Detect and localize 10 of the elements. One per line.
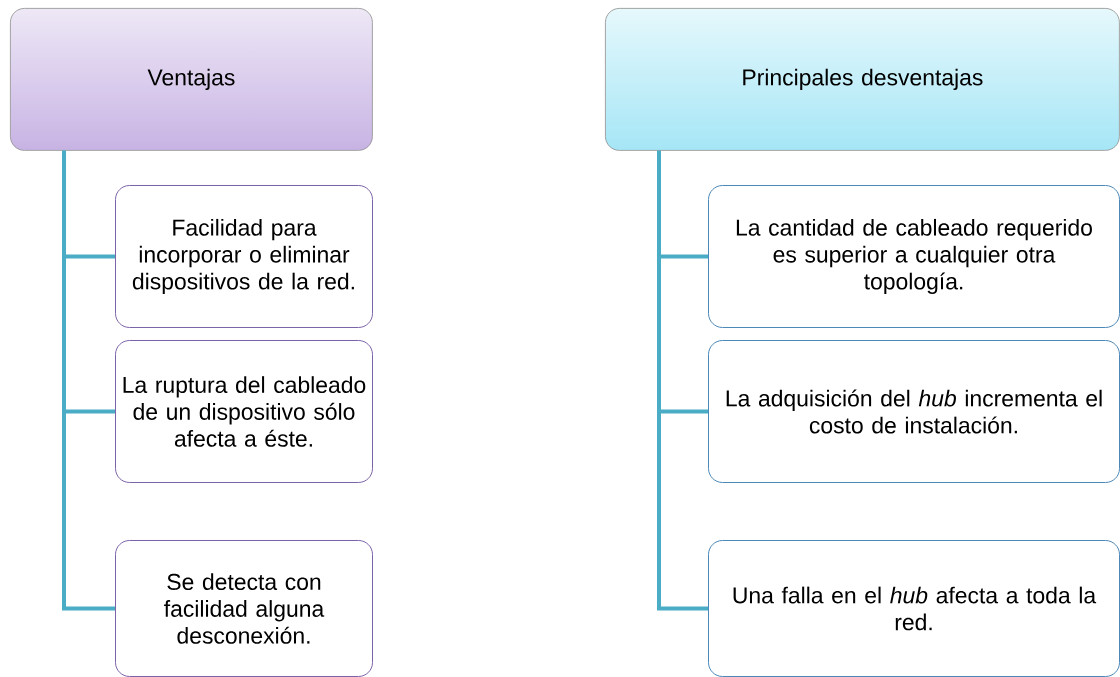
header-box: Principales desventajas bbox=[605, 8, 1120, 151]
item-box: La adquisición del hub incrementa el costo de instalación. bbox=[708, 340, 1120, 483]
item-box: Una falla en el hub afecta a toda la red. bbox=[708, 540, 1120, 677]
connector-line bbox=[62, 150, 115, 611]
item-box: La ruptura del cableado de un dispositivo sólo afecta a éste. bbox=[115, 340, 373, 483]
item-box: La cantidad de cableado requerido es superior a cualquier otra topología. bbox=[708, 185, 1120, 328]
header-box: Ventajas bbox=[10, 8, 373, 151]
connector-line bbox=[657, 150, 708, 611]
item-box: Se detecta con facilidad alguna desconexión. bbox=[115, 540, 373, 677]
item-box: Facilidad para incorporar o eliminar dispositivos de la red. bbox=[115, 185, 373, 328]
